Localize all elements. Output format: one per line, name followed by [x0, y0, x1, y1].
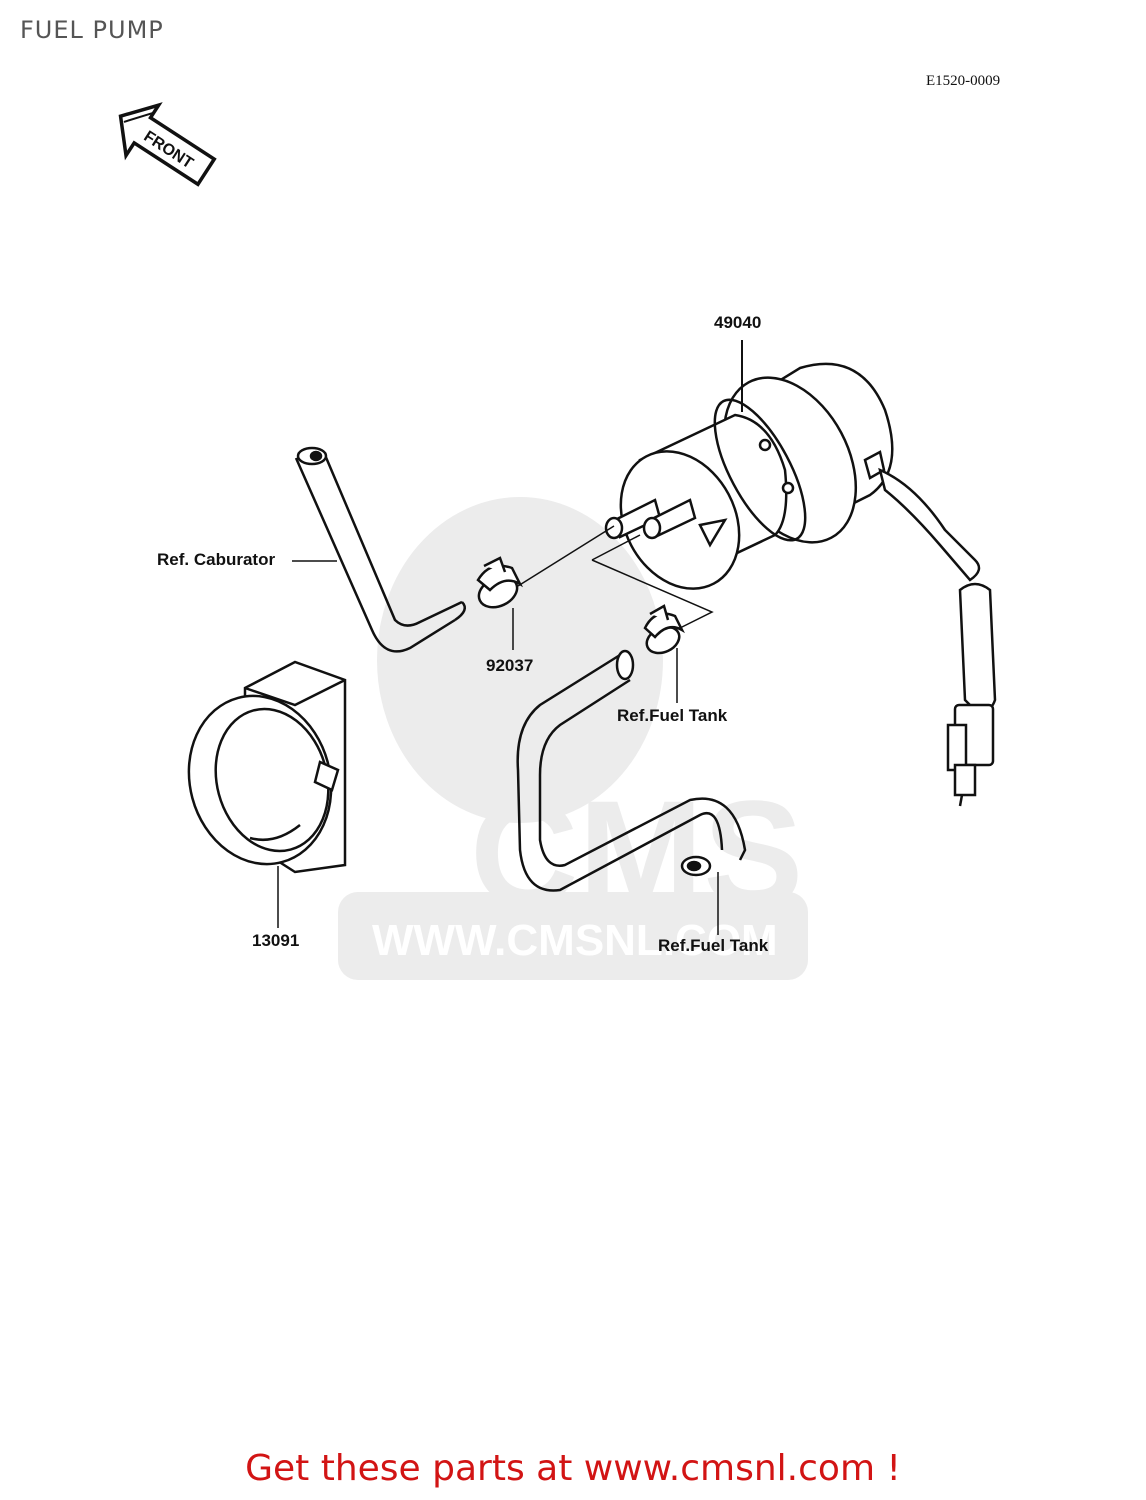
watermark: CMS WWW.CMSNL.COM [338, 497, 808, 980]
carburetor-hose [294, 446, 467, 653]
ref-label-carburetor: Ref. Caburator [157, 550, 276, 569]
leader-lines [277, 525, 719, 935]
part-label-13091[interactable]: 13091 [252, 931, 300, 950]
hose-clamp [476, 556, 524, 609]
ref-label-fuel-tank-2: Ref.Fuel Tank [658, 936, 769, 955]
ref-label-fuel-tank-1: Ref.Fuel Tank [617, 706, 728, 725]
hose-clamp-2 [643, 604, 685, 655]
front-arrow-icon: FRONT [118, 102, 217, 187]
watermark-url: WWW.CMSNL.COM [372, 916, 778, 965]
pump-bracket [187, 660, 347, 874]
footer-cta-link[interactable]: Get these parts at www.cmsnl.com ! [245, 1448, 901, 1489]
part-label-49040[interactable]: 49040 [714, 313, 762, 332]
fuel-pump [604, 362, 997, 807]
part-label-92037[interactable]: 92037 [486, 656, 534, 675]
page-title: FUEL PUMP [20, 16, 164, 44]
diagram-code: E1520-0009 [926, 73, 1001, 89]
fuel-tank-hose [516, 649, 747, 892]
